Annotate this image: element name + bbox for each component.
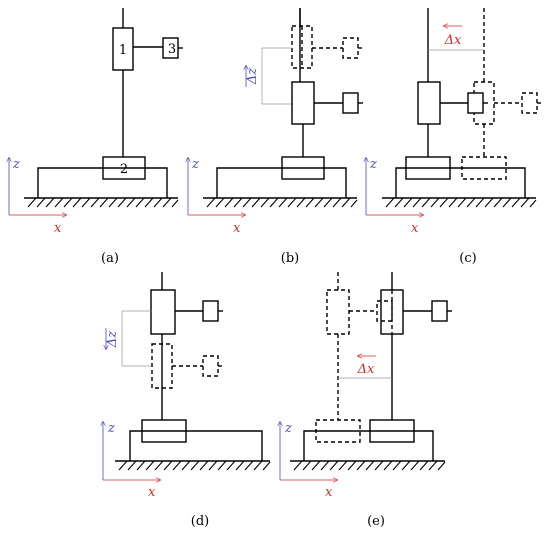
ground-hatch	[385, 197, 537, 208]
panel-a: 1 3 2 z x (a)	[9, 8, 183, 266]
ground-hatch	[206, 197, 358, 208]
bed-frame	[395, 167, 526, 198]
z-axis-label: z	[107, 421, 115, 436]
x-axis-label: x	[148, 485, 156, 500]
block-1-previous	[326, 289, 350, 335]
z-axis-label: z	[12, 157, 20, 172]
z-axis-label: z	[191, 157, 199, 172]
bed-frame	[129, 430, 263, 461]
panel-label-e: (e)	[367, 514, 385, 529]
panel-c: Δx z x (c)	[366, 8, 542, 266]
panel-b: Δz z x (b)	[188, 8, 363, 266]
block-2-label: 2	[120, 162, 128, 177]
panel-label-d: (d)	[191, 514, 209, 529]
panel-label-c: (c)	[459, 251, 476, 266]
dx-label: Δx	[444, 33, 462, 48]
block-3-previous	[342, 37, 359, 59]
ground-hatch	[118, 460, 271, 471]
z-axis-label: z	[284, 421, 292, 436]
bed-frame	[303, 430, 434, 461]
z-axis-label: z	[369, 157, 377, 172]
panel-d: Δz z x (d)	[103, 272, 271, 529]
panel-label-a: (a)	[101, 251, 119, 266]
dx-label: Δx	[357, 362, 375, 377]
ground-hatch	[293, 460, 446, 471]
block-1-current	[291, 81, 315, 125]
block-3-current	[431, 300, 448, 322]
x-axis-label: x	[54, 221, 62, 236]
bed-frame	[216, 167, 347, 198]
block-3-current	[342, 92, 359, 114]
block-3-previous	[202, 355, 219, 377]
block-1-label: 1	[119, 43, 127, 58]
block-3-label: 3	[168, 42, 176, 57]
panel-e: Δx z x (e)	[280, 272, 452, 529]
x-axis-label: x	[325, 485, 333, 500]
ground-hatch	[27, 197, 179, 208]
block-3-previous	[521, 92, 538, 114]
dz-label: Δz	[105, 331, 120, 348]
x-axis-label: x	[233, 221, 241, 236]
x-axis-label: x	[411, 221, 419, 236]
block-1-current	[417, 81, 441, 125]
block-1-current	[150, 289, 176, 335]
bed-frame	[37, 167, 168, 198]
panel-label-b: (b)	[281, 251, 299, 266]
block-3-current	[467, 92, 484, 114]
block-3-current	[202, 300, 219, 322]
dz-label: Δz	[245, 68, 260, 85]
